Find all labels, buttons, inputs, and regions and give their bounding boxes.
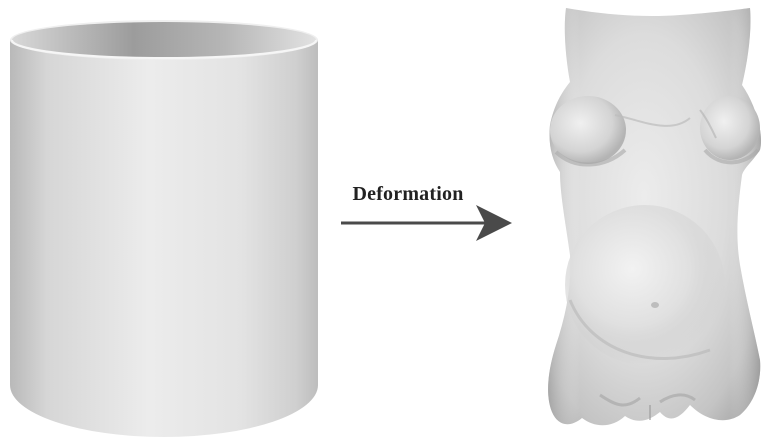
torso-shape <box>548 8 761 425</box>
belly <box>565 205 725 365</box>
cylinder-body <box>10 40 318 437</box>
left-breast <box>550 96 626 164</box>
deformation-label: Deformation <box>318 183 498 206</box>
navel <box>651 302 659 308</box>
cylinder-shape <box>10 20 318 437</box>
right-breast <box>700 96 760 160</box>
